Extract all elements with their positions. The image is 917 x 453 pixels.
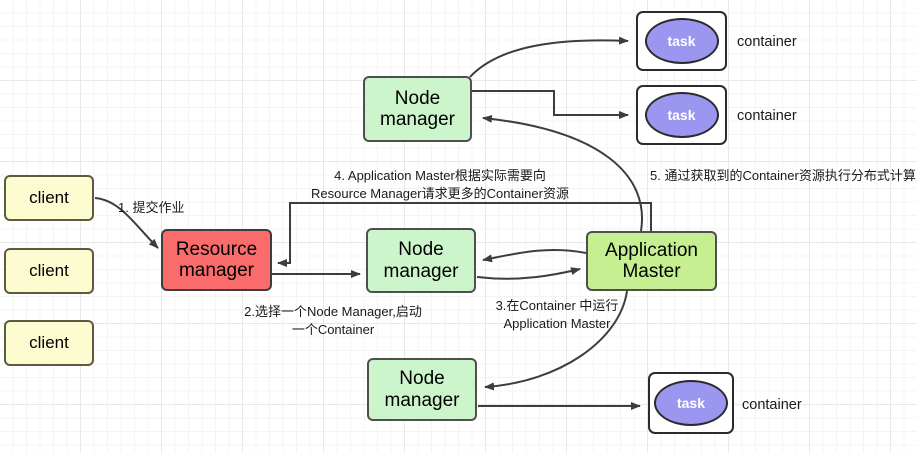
node-manager-label: Node manager [383, 239, 459, 282]
edge-label-step-3: 3.在Container 中运行 Application Master [495, 298, 619, 331]
client-box-3[interactable]: client [4, 320, 94, 366]
resource-manager-box[interactable]: Resource manager [161, 229, 272, 291]
node-manager-box-top[interactable]: Node manager [363, 76, 472, 142]
container-caption-3: container [742, 397, 802, 413]
edge-label-step-4: 4. Application Master根据实际需要向 Resource Ma… [311, 168, 569, 201]
edge-top-node-manager-to-container-1 [469, 36, 629, 78]
resource-manager-label: Resource manager [175, 238, 258, 281]
node-manager-box-bottom[interactable]: Node manager [367, 358, 477, 421]
edge-top-node-manager-to-container-2 [472, 90, 629, 119]
application-master-box[interactable]: Application Master [586, 231, 717, 291]
client-label: client [29, 261, 69, 281]
node-manager-label: Node manager [380, 87, 455, 130]
edge-node-manager-to-application-master [476, 267, 581, 280]
edge-label-step-2: 2.选择一个Node Manager,启动 一个Container [244, 304, 422, 337]
task-label: task [667, 33, 696, 49]
edge-label-step-1: 1. 提交作业 [118, 200, 185, 215]
task-label: task [676, 395, 706, 411]
client-box-2[interactable]: client [4, 248, 94, 294]
container-caption-1: container [737, 34, 797, 50]
task-ellipse[interactable]: task [644, 18, 719, 64]
container-caption-2: container [737, 108, 797, 124]
task-ellipse[interactable]: task [654, 380, 728, 426]
client-label: client [29, 188, 69, 208]
container-box-3[interactable]: task [648, 372, 734, 434]
client-box-1[interactable]: client [4, 175, 94, 221]
task-ellipse[interactable]: task [644, 92, 719, 138]
node-manager-box-middle[interactable]: Node manager [366, 228, 476, 293]
node-manager-label: Node manager [384, 368, 460, 411]
edge-label-step-5: 5. 通过获取到的Container资源执行分布式计算 [650, 168, 916, 183]
application-master-label: Application Master [605, 239, 698, 282]
edge-application-master-to-node-manager [482, 249, 587, 263]
container-box-2[interactable]: task [636, 85, 727, 145]
task-label: task [667, 107, 696, 123]
container-box-1[interactable]: task [636, 11, 727, 71]
client-label: client [29, 333, 69, 353]
